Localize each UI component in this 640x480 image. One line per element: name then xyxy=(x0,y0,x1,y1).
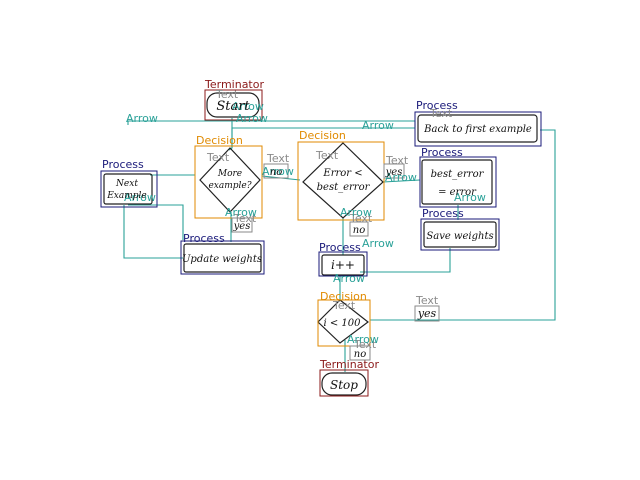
label-text-no-error: Text xyxy=(349,212,373,225)
error-text-1: Error < xyxy=(322,168,362,179)
label-arrow-7: Arrow xyxy=(124,191,156,204)
start-text: Start xyxy=(216,99,250,114)
label-decision-more: Decision xyxy=(196,134,243,147)
stop-terminator-shape xyxy=(321,372,367,396)
bbox-terminator-stop xyxy=(319,369,369,397)
edge-no-more: no xyxy=(270,167,282,178)
arrow-error-yes-to-best xyxy=(382,179,421,183)
bbox-text-yes-error xyxy=(383,163,405,179)
bbox-decision-loop xyxy=(317,299,371,347)
label-arrow-5: Arrow xyxy=(262,165,294,178)
more-examples-text-2: example? xyxy=(208,181,251,191)
back-to-first-text: Back to first example xyxy=(423,124,532,135)
best-error-text-1: best_error xyxy=(431,169,485,180)
edge-yes-loop: yes xyxy=(417,307,437,320)
label-arrow-4: Arrow xyxy=(362,119,394,132)
stop-text: Stop xyxy=(330,378,358,392)
label-text-yes-error: Text xyxy=(385,154,409,167)
bbox-terminator-start xyxy=(204,89,263,121)
best-error-shape xyxy=(421,159,493,205)
edge-text: no yes yes no yes no xyxy=(233,167,437,360)
label-arrow-9: Arrow xyxy=(340,206,372,219)
bbox-text-no-loop xyxy=(349,345,371,361)
loop-condition-text: i < 100 xyxy=(323,318,361,329)
arrow-next-down xyxy=(128,204,184,240)
bbox-process-next xyxy=(100,170,158,208)
bbox-decision-more xyxy=(194,145,263,219)
label-terminator-stop: Terminator xyxy=(319,358,379,371)
increment-text: i++ xyxy=(331,258,355,272)
label-text-no-more: Text xyxy=(266,152,290,165)
label-process-update: Process xyxy=(183,232,225,245)
label-text-no-loop: Text xyxy=(353,338,377,351)
label-decision-error: Decision xyxy=(299,129,346,142)
bbox-text-no-more xyxy=(263,163,289,179)
save-weights-text: Save weights xyxy=(426,231,493,242)
bbox-process-save xyxy=(420,218,500,251)
more-examples-text-1: More xyxy=(217,169,242,179)
error-diamond xyxy=(302,142,384,219)
label-arrow-3: Arrow xyxy=(236,112,268,125)
loop-diamond xyxy=(317,299,369,344)
arrows xyxy=(123,118,556,372)
bbox-process-update xyxy=(180,240,265,275)
label-process-save: Process xyxy=(422,207,464,220)
bounding-boxes xyxy=(100,89,542,397)
update-weights-text: Update weights xyxy=(182,254,262,265)
node-text: Start More example? Error < best_error N… xyxy=(106,99,532,392)
label-process-next: Process xyxy=(102,158,144,171)
bbox-text-yes-loop xyxy=(414,305,440,322)
back-to-first-shape xyxy=(417,114,538,143)
bbox-process-increment xyxy=(318,251,368,277)
edge-yes-error: yes xyxy=(385,167,403,178)
label-arrow-12: Arrow xyxy=(333,272,365,285)
next-example-text-1: Next xyxy=(115,179,138,189)
label-arrow-10: Arrow xyxy=(454,191,486,204)
label-process-back: Process xyxy=(416,99,458,112)
more-examples-diamond xyxy=(199,147,261,213)
edge-yes-more: yes xyxy=(233,221,251,232)
label-text-start: Text xyxy=(215,88,239,101)
label-text-yes-more: Text xyxy=(233,212,257,225)
start-terminator-shape xyxy=(206,92,260,118)
label-text-error: Text xyxy=(315,149,339,162)
edge-no-loop: no xyxy=(354,349,366,360)
arrow-back-to-more xyxy=(231,127,415,148)
label-arrow-1: Arrow xyxy=(126,112,158,125)
handdrawn-shapes xyxy=(103,92,538,396)
edge-no-error: no xyxy=(353,225,365,236)
label-process-increment: Process xyxy=(319,241,361,254)
label-process-best: Process xyxy=(421,146,463,159)
label-arrow-13: Arrow xyxy=(347,333,379,346)
error-text-2: best_error xyxy=(317,182,371,193)
arrow-save-to-increment xyxy=(360,248,451,273)
update-weights-shape xyxy=(183,243,262,273)
label-decision-loop: Decision xyxy=(320,290,367,303)
bbox-process-best xyxy=(419,156,497,208)
arrow-update-to-next xyxy=(123,205,183,259)
save-weights-shape xyxy=(423,221,497,248)
arrow-loop-yes-to-back xyxy=(370,129,556,321)
next-example-text-2: Example xyxy=(106,191,147,201)
bbox-process-back xyxy=(414,111,542,147)
label-text-back: Text xyxy=(429,107,453,120)
bbox-decision-error xyxy=(297,141,385,221)
label-arrow-11: Arrow xyxy=(362,237,394,250)
label-terminator-start: Terminator xyxy=(204,78,264,91)
class-labels: Terminator Decision Decision Process Pro… xyxy=(102,78,486,371)
label-arrow-6: Arrow xyxy=(385,171,417,184)
bbox-text-yes-more xyxy=(231,217,253,233)
bbox-text-no-error xyxy=(349,221,369,237)
label-text-loop: Text xyxy=(332,299,356,312)
best-error-text-2: = error xyxy=(438,187,477,198)
label-arrow-2: Arrow xyxy=(232,100,264,113)
label-text-yes-loop: Text xyxy=(415,294,439,307)
label-text-more: Text xyxy=(206,151,230,164)
next-example-shape xyxy=(103,173,153,205)
increment-shape xyxy=(321,254,365,276)
label-arrow-8: Arrow xyxy=(225,206,257,219)
